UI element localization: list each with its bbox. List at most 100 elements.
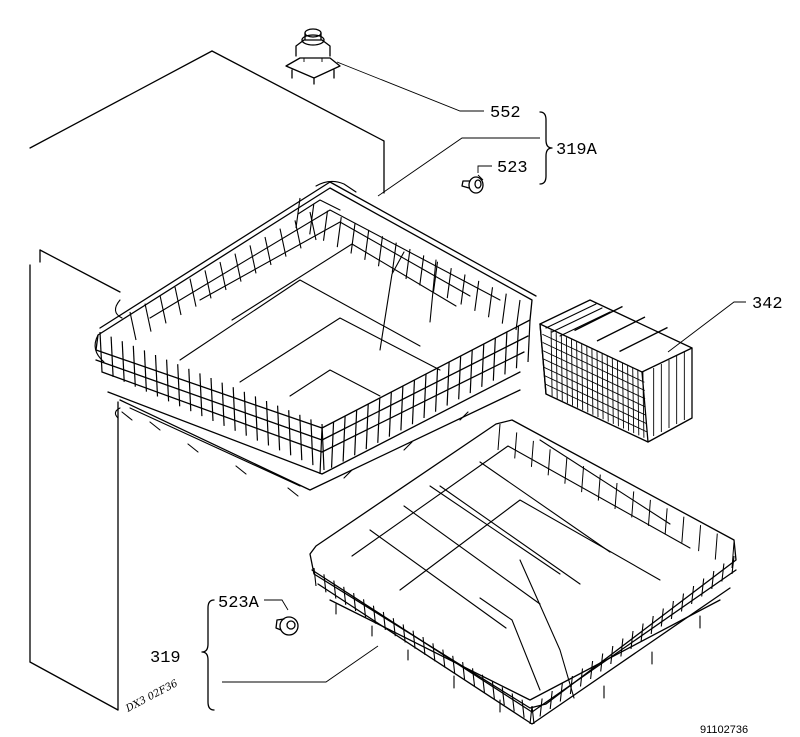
wire bbox=[542, 333, 645, 383]
wire bbox=[372, 605, 377, 624]
wire bbox=[310, 419, 314, 466]
wire bbox=[549, 690, 553, 710]
wire bbox=[616, 360, 619, 427]
wire bbox=[243, 391, 247, 436]
label-523a: 523A bbox=[218, 594, 260, 613]
wire bbox=[544, 375, 647, 424]
wire bbox=[322, 210, 329, 241]
wire bbox=[412, 630, 416, 649]
wire bbox=[514, 432, 518, 459]
wire bbox=[295, 197, 301, 229]
wire bbox=[701, 578, 705, 597]
wire bbox=[543, 366, 647, 416]
wire bbox=[515, 325, 520, 369]
wire bbox=[481, 674, 486, 693]
wire bbox=[294, 220, 302, 249]
wire bbox=[487, 287, 494, 318]
wire bbox=[343, 586, 347, 605]
wire bbox=[279, 228, 287, 257]
wire bbox=[249, 245, 257, 274]
wire bbox=[579, 668, 584, 687]
wire bbox=[353, 593, 357, 612]
wire bbox=[221, 382, 225, 426]
wire bbox=[411, 379, 416, 425]
wire bbox=[574, 305, 623, 332]
wire bbox=[442, 649, 446, 668]
wire bbox=[144, 303, 152, 332]
wire bbox=[364, 229, 370, 260]
wire bbox=[323, 574, 327, 593]
wire bbox=[543, 358, 646, 408]
wire bbox=[569, 675, 573, 695]
wire bbox=[210, 377, 214, 422]
leader-342 bbox=[667, 301, 746, 353]
wire bbox=[392, 618, 396, 637]
wire bbox=[309, 211, 317, 241]
wire bbox=[330, 421, 335, 468]
cabinet-outline bbox=[29, 50, 385, 711]
wire bbox=[154, 354, 159, 397]
wire bbox=[422, 636, 426, 656]
wire bbox=[432, 261, 439, 292]
label-319: 319 bbox=[150, 649, 181, 668]
wire bbox=[721, 563, 725, 582]
bracket-319 bbox=[201, 599, 215, 711]
wire bbox=[547, 449, 551, 476]
wire bbox=[564, 457, 568, 484]
label-319a: 319A bbox=[556, 141, 598, 160]
wire bbox=[462, 662, 466, 681]
wire bbox=[642, 371, 645, 438]
leader-523a bbox=[264, 599, 289, 611]
wire bbox=[446, 361, 450, 406]
wire bbox=[521, 699, 525, 718]
wire bbox=[204, 270, 212, 299]
wire bbox=[627, 364, 630, 431]
wire bbox=[647, 499, 651, 526]
wire bbox=[333, 580, 337, 599]
wire bbox=[365, 403, 369, 450]
wire bbox=[391, 242, 397, 273]
wire bbox=[423, 373, 427, 419]
wire bbox=[530, 440, 534, 467]
wire bbox=[452, 655, 456, 674]
leader-319a bbox=[377, 137, 540, 197]
wire bbox=[232, 387, 236, 431]
upper-basket-wires bbox=[99, 197, 531, 475]
wire bbox=[265, 400, 270, 446]
wire bbox=[620, 638, 624, 657]
wire bbox=[299, 414, 303, 461]
wire bbox=[446, 268, 452, 299]
wire bbox=[600, 653, 604, 672]
wire bbox=[402, 624, 406, 643]
wire bbox=[254, 396, 258, 441]
wire bbox=[342, 415, 346, 462]
lower-basket bbox=[309, 419, 737, 725]
wire bbox=[711, 570, 715, 590]
wire bbox=[531, 705, 535, 725]
wire bbox=[469, 349, 473, 394]
wire bbox=[313, 567, 317, 587]
wire bbox=[458, 355, 462, 400]
wire bbox=[619, 326, 668, 353]
wire bbox=[731, 541, 735, 569]
wire bbox=[277, 405, 281, 451]
wire bbox=[630, 630, 634, 650]
wire bbox=[542, 342, 645, 391]
label-552: 552 bbox=[490, 104, 521, 123]
wire bbox=[350, 223, 356, 254]
wire bbox=[529, 705, 533, 725]
wire bbox=[670, 600, 674, 620]
wire bbox=[511, 693, 515, 712]
part-523-wheel bbox=[461, 174, 484, 194]
wire bbox=[504, 331, 508, 375]
wire bbox=[622, 362, 624, 429]
wire bbox=[542, 350, 646, 400]
upper-basket bbox=[94, 180, 537, 497]
wire bbox=[491, 680, 495, 699]
wire bbox=[166, 359, 170, 402]
wire bbox=[527, 319, 531, 363]
wire bbox=[632, 367, 635, 434]
wire bbox=[497, 423, 501, 451]
wire bbox=[539, 698, 543, 717]
